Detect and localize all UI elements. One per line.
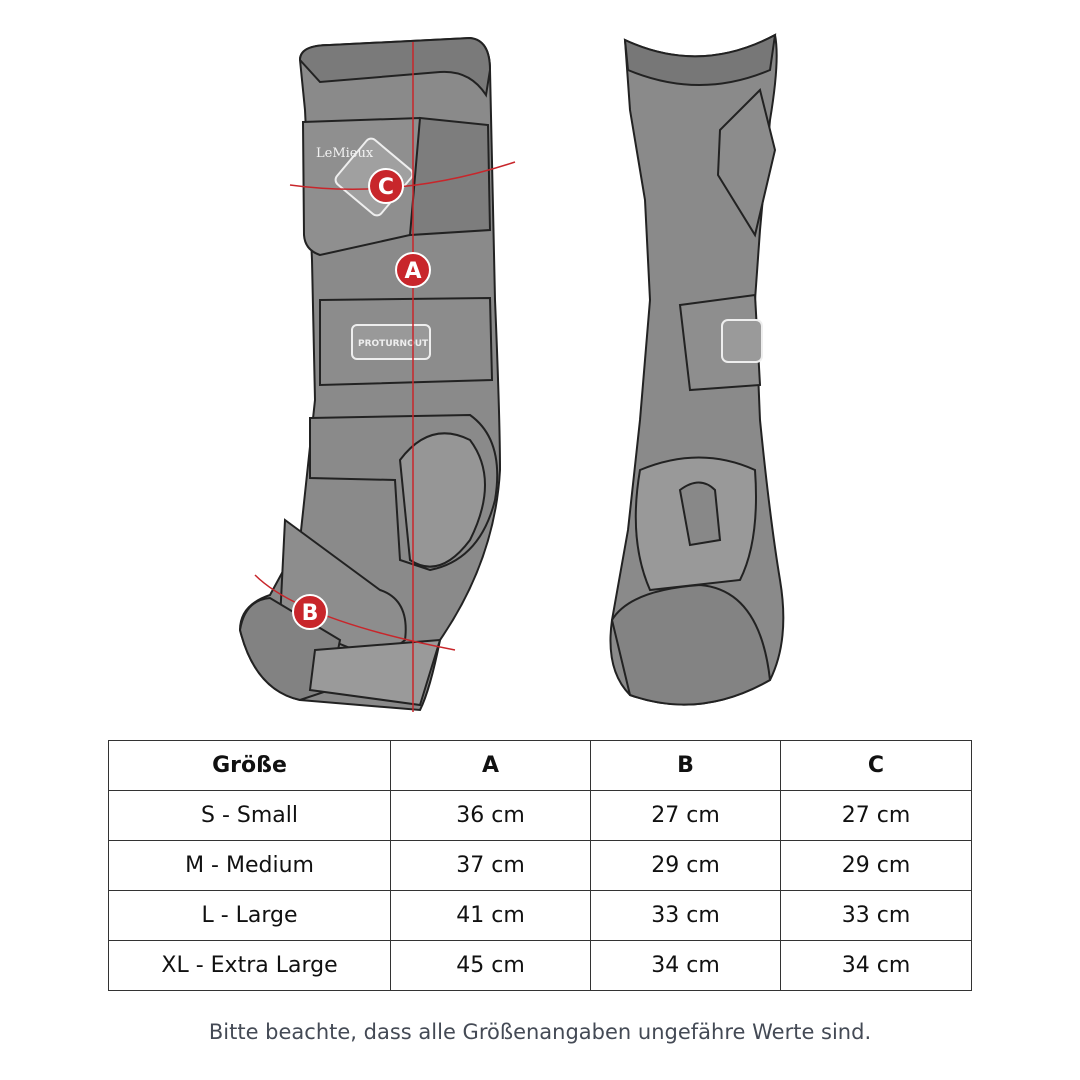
boot-side-view xyxy=(238,36,502,712)
marker-a: A xyxy=(395,252,431,288)
cell-c: 33 cm xyxy=(780,890,972,941)
boot-front-view xyxy=(609,33,785,706)
product-label: PROTURNOUT xyxy=(358,339,429,349)
cell-c: 34 cm xyxy=(780,940,972,991)
table-row: L - Large 41 cm 33 cm 33 cm xyxy=(108,890,972,941)
measure-line-b xyxy=(254,574,456,651)
header-b: B xyxy=(590,740,781,791)
brand-logo: LeMieux xyxy=(316,146,374,161)
size-table: Größe A B C S - Small 36 cm 27 cm 27 cm … xyxy=(108,740,972,991)
header-c: C xyxy=(780,740,972,791)
cell-c: 29 cm xyxy=(780,840,972,891)
cell-b: 33 cm xyxy=(590,890,781,941)
table-row: S - Small 36 cm 27 cm 27 cm xyxy=(108,790,972,841)
footnote: Bitte beachte, dass alle Größenangaben u… xyxy=(208,1020,872,1044)
cell-c: 27 cm xyxy=(780,790,972,841)
cell-a: 41 cm xyxy=(390,890,591,941)
cell-a: 36 cm xyxy=(390,790,591,841)
table-row: M - Medium 37 cm 29 cm 29 cm xyxy=(108,840,972,891)
cell-size: XL - Extra Large xyxy=(108,940,391,991)
boot-illustration: LeMieux PROTURNOUT A B C xyxy=(238,33,785,712)
cell-size: S - Small xyxy=(108,790,391,841)
svg-text:B: B xyxy=(302,601,319,626)
cell-a: 37 cm xyxy=(390,840,591,891)
header-size: Größe xyxy=(108,740,391,791)
table-row: XL - Extra Large 45 cm 34 cm 34 cm xyxy=(108,940,972,991)
svg-text:C: C xyxy=(378,175,394,200)
cell-size: M - Medium xyxy=(108,840,391,891)
cell-a: 45 cm xyxy=(390,940,591,991)
cell-b: 27 cm xyxy=(590,790,781,841)
table-header-row: Größe A B C xyxy=(108,740,972,791)
marker-b: B xyxy=(292,594,328,630)
cell-size: L - Large xyxy=(108,890,391,941)
header-a: A xyxy=(390,740,591,791)
cell-b: 29 cm xyxy=(590,840,781,891)
marker-c: C xyxy=(368,168,404,204)
cell-b: 34 cm xyxy=(590,940,781,991)
svg-text:A: A xyxy=(404,259,421,284)
